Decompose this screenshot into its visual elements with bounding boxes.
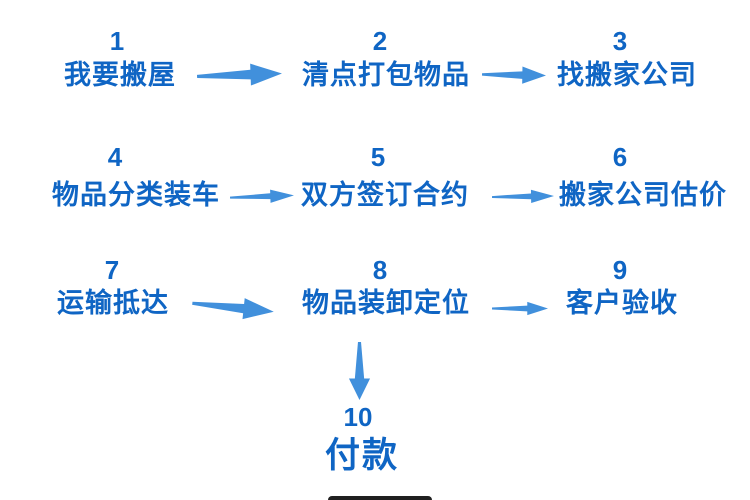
step-2-label: 清点打包物品 [302,60,470,90]
step-5-label: 双方签订合约 [301,180,469,210]
step-4-label: 物品分类装车 [52,180,220,210]
step-8-number: 8 [372,255,388,285]
step-2-number: 2 [372,26,388,56]
arrow-right-icon-1-to-2 [196,60,283,91]
arrow-right-icon-5-to-6 [491,187,554,205]
step-4-number: 4 [107,142,123,172]
step-8-label: 物品装卸定位 [302,288,470,318]
cutoff-element [328,496,432,500]
step-6-label: 搬家公司估价 [559,180,727,210]
arrow-right-icon-7-to-8 [191,290,275,325]
step-6-number: 6 [612,142,628,172]
step-10-number: 10 [343,402,373,432]
arrow-right-icon-2-to-3 [481,63,546,86]
step-7-label: 运输抵达 [57,288,169,318]
step-10-label: 付款 [324,436,400,475]
arrow-right-icon-4-to-5 [229,187,295,206]
step-1-number: 1 [109,26,125,56]
step-5-number: 5 [370,142,386,172]
step-7-number: 7 [104,255,120,285]
arrow-right-icon-8-to-9 [492,300,548,317]
step-1-label: 我要搬屋 [64,60,176,90]
step-9-label: 客户验收 [566,288,678,318]
arrow-down-icon-8-to-10 [346,342,373,400]
step-3-number: 3 [612,26,628,56]
step-9-number: 9 [612,255,628,285]
step-3-label: 找搬家公司 [557,60,697,90]
